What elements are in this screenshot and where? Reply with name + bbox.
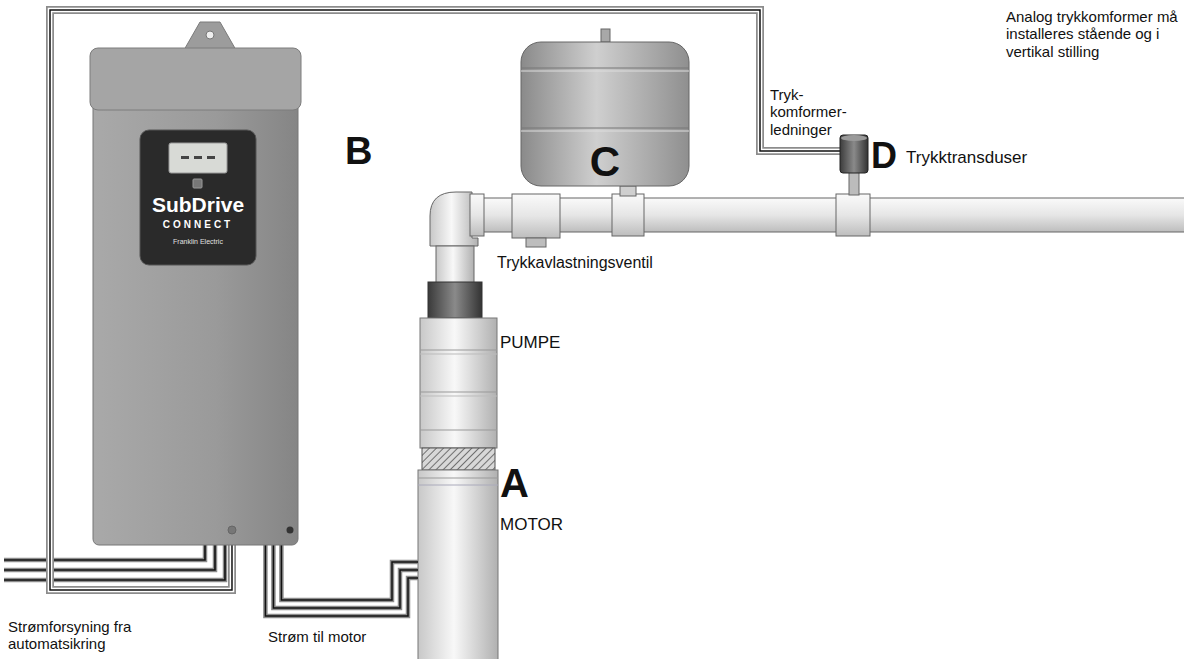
connectors: [50, 10, 840, 616]
supply-wire: [4, 545, 205, 560]
pump-discharge: [428, 282, 482, 318]
controller-box-outline: [93, 48, 298, 545]
text-slot: D: [871, 135, 897, 176]
relief-valve-outlet: [526, 238, 546, 247]
wire-label: Tryk- komformer- ledninger: [770, 86, 862, 138]
pump-screen: [422, 448, 495, 470]
cable-sheath: [50, 10, 840, 590]
transducer-stem: [849, 172, 859, 195]
text-slot: Franklin Electric: [140, 238, 256, 246]
brand-subname: CONNECT: [140, 219, 256, 231]
pump-band: [420, 392, 497, 393]
part-label: Trykkavlastningsventil: [497, 254, 653, 272]
cable-gap: [50, 10, 840, 590]
text-slot: CONNECT: [140, 219, 256, 231]
supply-wires: [4, 545, 225, 580]
pipe: [455, 198, 1184, 232]
motor-band: [418, 485, 498, 486]
install-note: Analog trykkomformer må installeres ståe…: [1006, 8, 1178, 60]
callout-letter: D: [871, 135, 897, 176]
text-slot: PUMPE: [500, 333, 560, 353]
pressure-transducer: DTrykktransduser: [840, 135, 868, 173]
supply-wire-sheath: [4, 545, 205, 560]
part-label: PUMPE: [500, 333, 560, 353]
cable-core: [50, 10, 840, 590]
text-slot: C: [520, 138, 690, 186]
pump-body: [420, 318, 497, 448]
pressure-transducer-outline: [840, 135, 868, 173]
text-slot: SubDrive: [140, 193, 256, 217]
maker-logo: Franklin Electric: [140, 238, 256, 246]
brand-name: SubDrive: [140, 193, 256, 217]
motor: MOTOR: [418, 470, 498, 659]
hanger-hole: [206, 31, 214, 39]
text-slot: Tryk- komformer- ledninger: [770, 86, 862, 138]
pump-band: [420, 396, 497, 397]
motor-band: [418, 478, 498, 479]
text-slot: B: [345, 130, 372, 174]
callout-letter: A: [500, 460, 529, 506]
text-slot: Trykktransduser: [906, 148, 1027, 168]
text-slot: A: [500, 460, 529, 506]
tank-tee: [612, 194, 644, 236]
cable: [50, 10, 840, 590]
pump: PUMPE: [420, 318, 497, 448]
text-slot: MOTOR: [500, 515, 563, 535]
motor-outline: [418, 470, 498, 659]
pump-band: [420, 430, 497, 431]
relief-valve: [512, 194, 560, 238]
cable-sheath: [281, 545, 418, 600]
pump-band: [420, 350, 497, 351]
cable-core: [273, 545, 418, 608]
cable-core: [281, 545, 418, 600]
callout-letter: B: [345, 130, 372, 174]
tank-valve: [601, 29, 610, 42]
cable-sheath: [265, 545, 418, 616]
cable-core: [265, 545, 418, 616]
supply-wire-sheath: [4, 545, 225, 580]
supply-wire-sheath: [4, 545, 215, 570]
supply-wire: [4, 545, 215, 570]
text-slot: Analog trykkomformer må installeres ståe…: [1006, 8, 1178, 60]
supply-wire: [4, 545, 225, 580]
part-label: Trykktransduser: [906, 148, 1027, 168]
text-slot: Trykkavlastningsventil: [497, 254, 653, 272]
wire-label: Strømforsyning fra automatsikring: [8, 618, 186, 653]
transducer-tee: [836, 194, 870, 236]
wire-label: Strøm til motor: [268, 628, 366, 645]
motor-body: [418, 470, 498, 659]
cable: [265, 545, 418, 616]
riser-pipe: [436, 246, 474, 284]
hanger-tab: [184, 22, 236, 50]
tank-stem: [620, 186, 636, 196]
cable-sheath: [273, 545, 418, 608]
controller-box: SubDriveCONNECTFranklin ElectricB: [93, 48, 298, 545]
pipe-coupling: [470, 194, 484, 236]
text-slot: Strømforsyning fra automatsikring: [8, 618, 186, 653]
text-slot: Strøm til motor: [268, 628, 366, 645]
callout-letter: C: [520, 138, 690, 186]
pump-outline: [420, 318, 497, 448]
pump-band: [420, 354, 497, 355]
part-label: MOTOR: [500, 515, 563, 535]
pressure-tank: C: [520, 40, 690, 188]
